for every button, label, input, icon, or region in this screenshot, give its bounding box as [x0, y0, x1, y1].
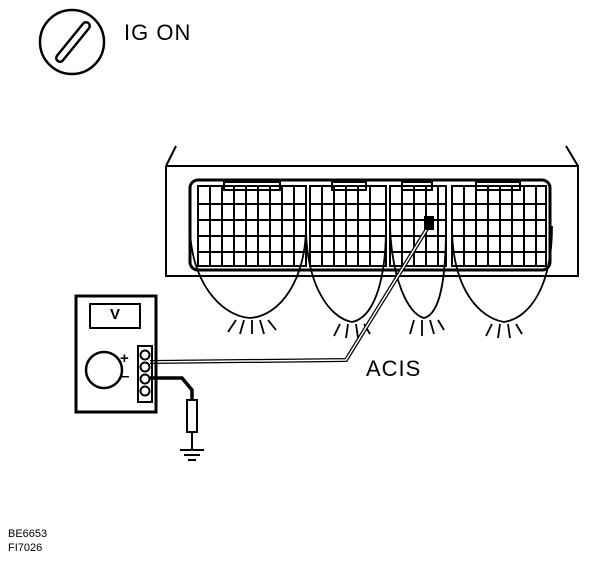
- ignition-key-icon: [38, 8, 106, 76]
- voltmeter-display-label: V: [110, 306, 121, 323]
- positive-terminal-label: +: [120, 350, 129, 367]
- probe-lead-positive: [149, 216, 434, 364]
- voltmeter-icon: [74, 294, 158, 414]
- acis-terminal-label: ACIS: [366, 356, 422, 381]
- ecu-connector-frame: [188, 178, 552, 272]
- negative-terminal-label: –: [121, 368, 130, 385]
- probe-lead-ground: [150, 376, 198, 450]
- ground-symbol-icon: [180, 449, 204, 461]
- figure-code-1: BE6653: [8, 528, 48, 540]
- connector-block-4: [451, 181, 547, 267]
- connector-block-1: [197, 181, 307, 267]
- connector-block-3: [389, 181, 447, 267]
- ignition-status-label: IG ON: [124, 20, 192, 45]
- wire-harness-bundles: [189, 225, 553, 339]
- ecu-housing: [165, 145, 579, 277]
- figure-code-2: FI7026: [8, 542, 43, 554]
- connector-block-2: [309, 181, 387, 267]
